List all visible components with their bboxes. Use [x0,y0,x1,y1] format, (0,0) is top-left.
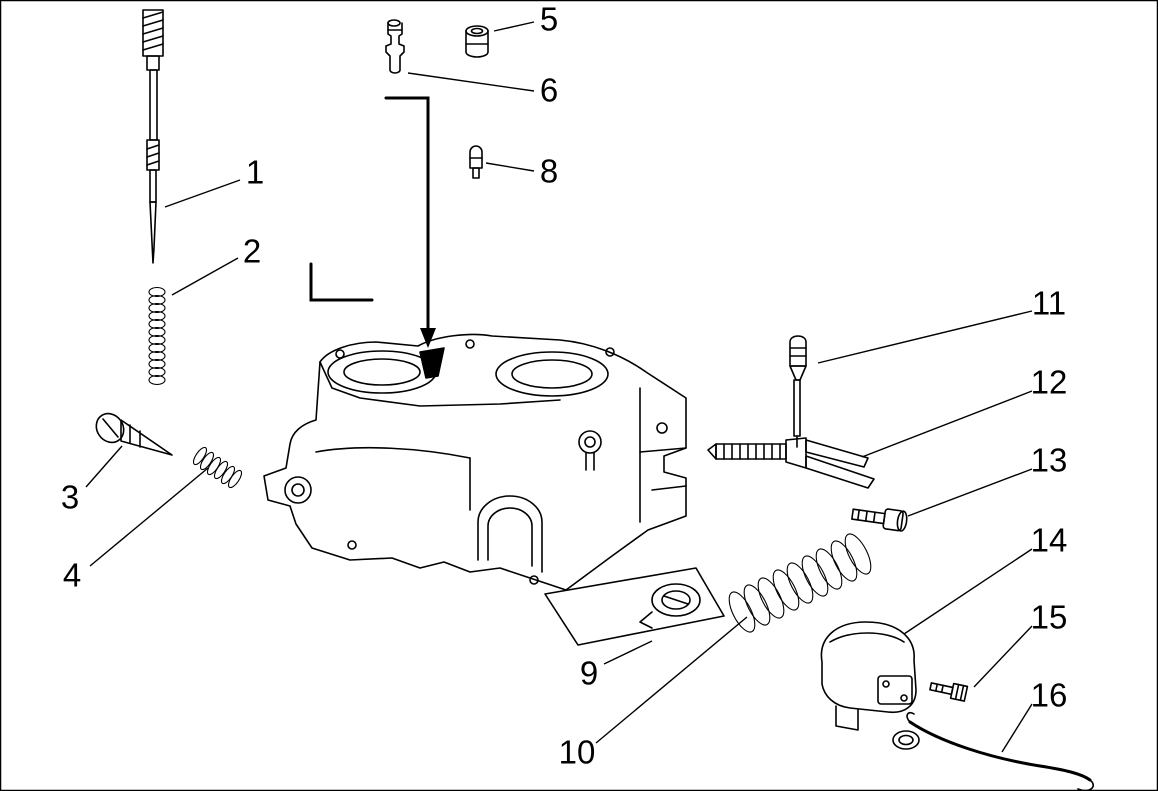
callout-8: 8 [540,153,558,190]
leader-line-9 [603,640,653,665]
leader-line-13 [907,468,1033,517]
seal-ring [892,730,920,750]
callout-11: 11 [1032,285,1066,322]
part-3-screw [95,412,173,456]
part-12-adjuster-fork [707,437,875,489]
leader-line-8 [485,162,535,172]
callout-15: 15 [1031,599,1068,636]
part-8-jet [469,145,483,179]
part-6-jet [385,19,405,74]
part-14-pump-cover [820,621,920,750]
callout-10: 10 [559,734,596,771]
callout-labels: 1 2 3 4 5 6 8 9 10 11 12 13 14 15 16 [61,1,1068,771]
leader-line-12 [861,390,1033,458]
callout-6: 6 [540,72,558,109]
callout-2: 2 [243,233,261,270]
callout-1: 1 [246,154,264,191]
part-15-bolt [929,682,969,702]
callout-16: 16 [1031,677,1068,714]
callout-12: 12 [1031,364,1068,401]
part-9-gasket-plate [544,567,725,646]
callout-13: 13 [1031,442,1068,479]
callout-3: 3 [61,479,79,516]
callout-4: 4 [63,557,81,594]
part-16-link-rod [906,711,1094,791]
leader-line-14 [903,548,1033,635]
leader-line-6 [407,72,535,92]
part-13-screw [851,508,908,532]
part-4-spring [192,446,243,489]
leader-line-5 [493,21,535,32]
leader-line-11 [817,310,1033,364]
leader-lines [85,21,1033,753]
leader-line-2 [171,257,239,296]
callout-14: 14 [1031,522,1068,559]
leader-line-10 [595,616,748,744]
part-10-spring [728,533,872,633]
part-2-spring [148,286,166,386]
leader-line-4 [89,467,209,567]
leader-line-16 [1001,703,1033,753]
leader-line-15 [973,625,1033,688]
part-5-jet [465,25,489,58]
leader-line-1 [164,179,241,208]
leader-line-3 [85,445,123,488]
assembly-bracket [309,262,374,302]
callout-9: 9 [580,655,598,692]
part-11-needle-valve [789,335,807,448]
carburetor-body [263,333,687,591]
part-1-needle [142,9,164,264]
callout-5: 5 [540,1,558,38]
assembly-arrow [309,96,436,348]
